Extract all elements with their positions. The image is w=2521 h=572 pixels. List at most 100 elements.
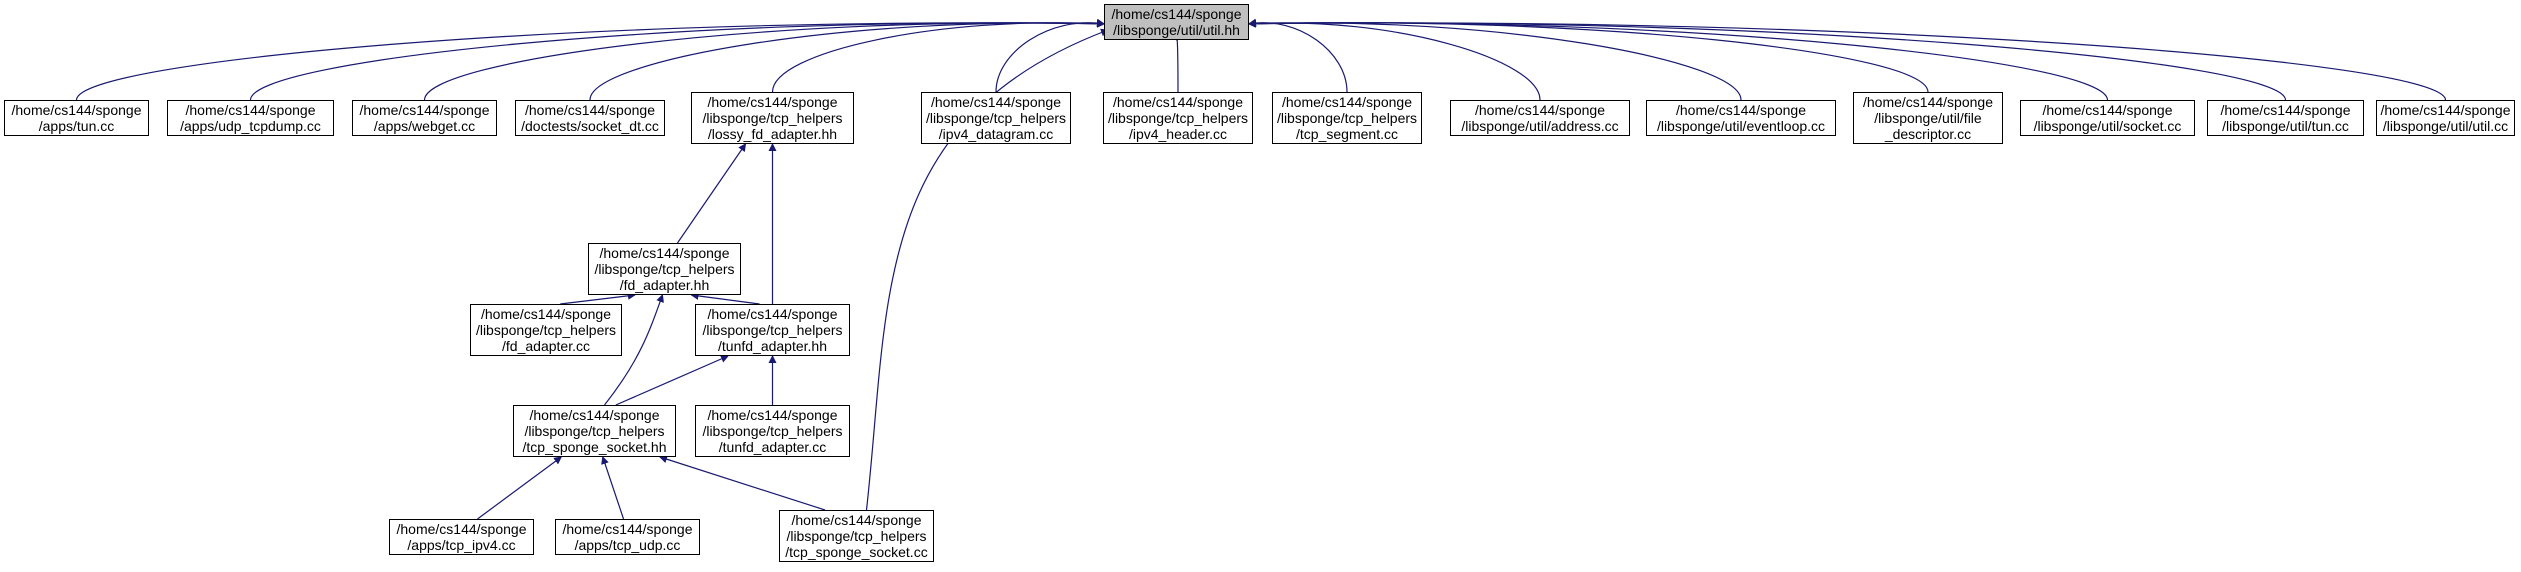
node-label-line: /apps/udp_tcpdump.cc bbox=[180, 118, 321, 134]
node-tcp-sponge-socket-hh[interactable]: /home/cs144/sponge/libsponge/tcp_helpers… bbox=[513, 405, 676, 457]
node-tcp-sponge-socket-cc[interactable]: /home/cs144/sponge/libsponge/tcp_helpers… bbox=[779, 510, 934, 562]
node-label-line: /home/cs144/sponge bbox=[11, 102, 142, 118]
node-label-line: /libsponge/tcp_helpers bbox=[702, 423, 843, 439]
edge-util-file-descriptor-cc-to-util-hh bbox=[1248, 19, 1929, 93]
node-label-line: /home/cs144/sponge bbox=[359, 102, 490, 118]
node-util-hh[interactable]: /home/cs144/sponge/libsponge/util/util.h… bbox=[1104, 4, 1249, 40]
node-label-line: /libsponge/util/eventloop.cc bbox=[1656, 118, 1826, 134]
node-apps-webget-cc[interactable]: /home/cs144/sponge/apps/webget.cc bbox=[352, 100, 497, 136]
node-label-line: /lossy_fd_adapter.hh bbox=[707, 126, 838, 142]
node-util-file-descriptor-cc[interactable]: /home/cs144/sponge/libsponge/util/file_d… bbox=[1853, 92, 2003, 144]
node-label-line: /tcp_sponge_socket.hh bbox=[522, 439, 667, 455]
node-apps-tcp-udp-cc[interactable]: /home/cs144/sponge/apps/tcp_udp.cc bbox=[555, 519, 700, 555]
edge-apps-tun-cc-to-util-hh bbox=[75, 19, 1105, 101]
node-label-line: /libsponge/tcp_helpers bbox=[702, 322, 843, 338]
edge-apps-webget-cc-to-util-hh bbox=[423, 19, 1105, 101]
node-label-line: /tcp_sponge_socket.cc bbox=[785, 544, 928, 560]
node-label-line: /apps/tun.cc bbox=[38, 118, 115, 134]
node-label-line: /home/cs144/sponge bbox=[2220, 102, 2351, 118]
node-label-line: /libsponge/tcp_helpers bbox=[475, 322, 617, 338]
node-label-line: _descriptor.cc bbox=[1884, 126, 1972, 142]
edge-lossy-fd-adapter-hh-to-util-hh bbox=[771, 19, 1105, 93]
edge-tcp-segment-cc-to-util-hh bbox=[1248, 18, 1348, 93]
edge-tcp-sponge-socket-cc-to-util-hh bbox=[865, 28, 1109, 511]
node-label-line: /libsponge/tcp_helpers bbox=[1276, 110, 1418, 126]
node-label-line: /tunfd_adapter.hh bbox=[718, 338, 827, 354]
node-label-line: /apps/webget.cc bbox=[373, 118, 476, 134]
edge-doctests-socket-dt-cc-to-util-hh bbox=[589, 19, 1105, 101]
node-label-line: /apps/tcp_udp.cc bbox=[574, 537, 681, 553]
node-ipv4-datagram-cc[interactable]: /home/cs144/sponge/libsponge/tcp_helpers… bbox=[921, 92, 1071, 144]
node-util-util-cc[interactable]: /home/cs144/sponge/libsponge/util/util.c… bbox=[2376, 100, 2515, 136]
node-label-line: /home/cs144/sponge bbox=[2042, 102, 2173, 118]
node-util-socket-cc[interactable]: /home/cs144/sponge/libsponge/util/socket… bbox=[2020, 100, 2195, 136]
node-label-line: /fd_adapter.hh bbox=[619, 277, 710, 293]
node-label-line: /apps/tcp_ipv4.cc bbox=[407, 537, 516, 553]
node-label-line: /libsponge/util/util.cc bbox=[2382, 118, 2509, 134]
edge-apps-tcp-udp-cc-to-tcp-sponge-socket-hh bbox=[601, 456, 625, 520]
node-label-line: /ipv4_datagram.cc bbox=[938, 126, 1054, 142]
edge-ipv4-header-cc-to-util-hh bbox=[1173, 32, 1182, 93]
node-util-tun-cc[interactable]: /home/cs144/sponge/libsponge/util/tun.cc bbox=[2207, 100, 2364, 136]
node-tunfd-adapter-cc[interactable]: /home/cs144/sponge/libsponge/tcp_helpers… bbox=[695, 405, 850, 457]
node-label-line: /libsponge/tcp_helpers bbox=[702, 110, 843, 126]
node-label-line: /libsponge/util/address.cc bbox=[1461, 118, 1619, 134]
node-label-line: /home/cs144/sponge bbox=[931, 94, 1061, 110]
node-apps-udp-tcpdump-cc[interactable]: /home/cs144/sponge/apps/udp_tcpdump.cc bbox=[167, 100, 334, 136]
node-ipv4-header-cc[interactable]: /home/cs144/sponge/libsponge/tcp_helpers… bbox=[1103, 92, 1253, 144]
node-label-line: /home/cs144/sponge bbox=[1676, 102, 1806, 118]
node-label-line: /libsponge/util/util.hh bbox=[1113, 22, 1240, 38]
node-label-line: /libsponge/util/tun.cc bbox=[2222, 118, 2349, 134]
edge-util-socket-cc-to-util-hh bbox=[1248, 19, 2109, 101]
edge-fd-adapter-cc-to-fd-adapter-hh bbox=[560, 291, 636, 305]
node-label-line: /home/cs144/sponge bbox=[1863, 94, 1993, 110]
node-label-line: /libsponge/util/socket.cc bbox=[2033, 118, 2182, 134]
node-label-line: /libsponge/util/file bbox=[1874, 110, 1982, 126]
node-doctests-socket-dt-cc[interactable]: /home/cs144/sponge/doctests/socket_dt.cc bbox=[515, 100, 665, 136]
edge-util-tun-cc-to-util-hh bbox=[1248, 19, 2287, 101]
edge-tcp-sponge-socket-hh-to-fd-adapter-hh bbox=[604, 294, 664, 406]
node-fd-adapter-cc[interactable]: /home/cs144/sponge/libsponge/tcp_helpers… bbox=[470, 304, 622, 356]
node-tunfd-adapter-hh[interactable]: /home/cs144/sponge/libsponge/tcp_helpers… bbox=[695, 304, 850, 356]
node-label-line: /ipv4_header.cc bbox=[1128, 126, 1228, 142]
node-label-line: /home/cs144/sponge bbox=[707, 306, 838, 322]
node-fd-adapter-hh[interactable]: /home/cs144/sponge/libsponge/tcp_helpers… bbox=[588, 243, 741, 295]
node-apps-tcp-ipv4-cc[interactable]: /home/cs144/sponge/apps/tcp_ipv4.cc bbox=[389, 519, 534, 555]
edge-apps-tcp-ipv4-cc-to-tcp-sponge-socket-hh bbox=[477, 456, 563, 520]
node-label-line: /libsponge/tcp_helpers bbox=[594, 261, 735, 277]
edge-tcp-sponge-socket-cc-to-tcp-sponge-socket-hh bbox=[659, 455, 826, 511]
node-lossy-fd-adapter-hh[interactable]: /home/cs144/sponge/libsponge/tcp_helpers… bbox=[691, 92, 854, 144]
node-label-line: /libsponge/tcp_helpers bbox=[925, 110, 1067, 126]
node-label-line: /home/cs144/sponge bbox=[525, 102, 655, 118]
node-label-line: /tunfd_adapter.cc bbox=[718, 439, 827, 455]
node-util-address-cc[interactable]: /home/cs144/sponge/libsponge/util/addres… bbox=[1450, 100, 1630, 136]
node-apps-tun-cc[interactable]: /home/cs144/sponge/apps/tun.cc bbox=[4, 100, 149, 136]
node-label-line: /home/cs144/sponge bbox=[707, 407, 838, 423]
edge-util-eventloop-cc-to-util-hh bbox=[1248, 19, 1742, 101]
node-label-line: /home/cs144/sponge bbox=[2380, 102, 2511, 118]
edge-ipv4-datagram-cc-to-util-hh bbox=[995, 18, 1105, 93]
node-label-line: /home/cs144/sponge bbox=[1111, 6, 1242, 22]
node-label-line: /home/cs144/sponge bbox=[529, 407, 660, 423]
node-tcp-segment-cc[interactable]: /home/cs144/sponge/libsponge/tcp_helpers… bbox=[1272, 92, 1422, 144]
node-label-line: /home/cs144/sponge bbox=[481, 306, 611, 322]
node-label-line: /libsponge/tcp_helpers bbox=[1107, 110, 1249, 126]
edge-util-util-cc-to-util-hh bbox=[1248, 19, 2447, 101]
node-label-line: /libsponge/tcp_helpers bbox=[786, 528, 927, 544]
node-label-line: /home/cs144/sponge bbox=[707, 94, 838, 110]
edge-util-address-cc-to-util-hh bbox=[1248, 19, 1541, 101]
node-label-line: /home/cs144/sponge bbox=[791, 512, 922, 528]
node-label-line: /home/cs144/sponge bbox=[396, 521, 527, 537]
node-util-eventloop-cc[interactable]: /home/cs144/sponge/libsponge/util/eventl… bbox=[1646, 100, 1836, 136]
edge-tcp-sponge-socket-hh-to-tunfd-adapter-hh bbox=[615, 355, 729, 406]
node-label-line: /home/cs144/sponge bbox=[599, 245, 730, 261]
node-label-line: /home/cs144/sponge bbox=[562, 521, 693, 537]
node-label-line: /home/cs144/sponge bbox=[1475, 102, 1605, 118]
node-label-line: /libsponge/tcp_helpers bbox=[524, 423, 665, 439]
node-label-line: /tcp_segment.cc bbox=[1296, 126, 1398, 142]
node-label-line: /doctests/socket_dt.cc bbox=[521, 118, 659, 134]
edge-apps-udp-tcpdump-cc-to-util-hh bbox=[249, 19, 1105, 101]
edge-tunfd-adapter-hh-to-fd-adapter-hh bbox=[690, 291, 760, 305]
